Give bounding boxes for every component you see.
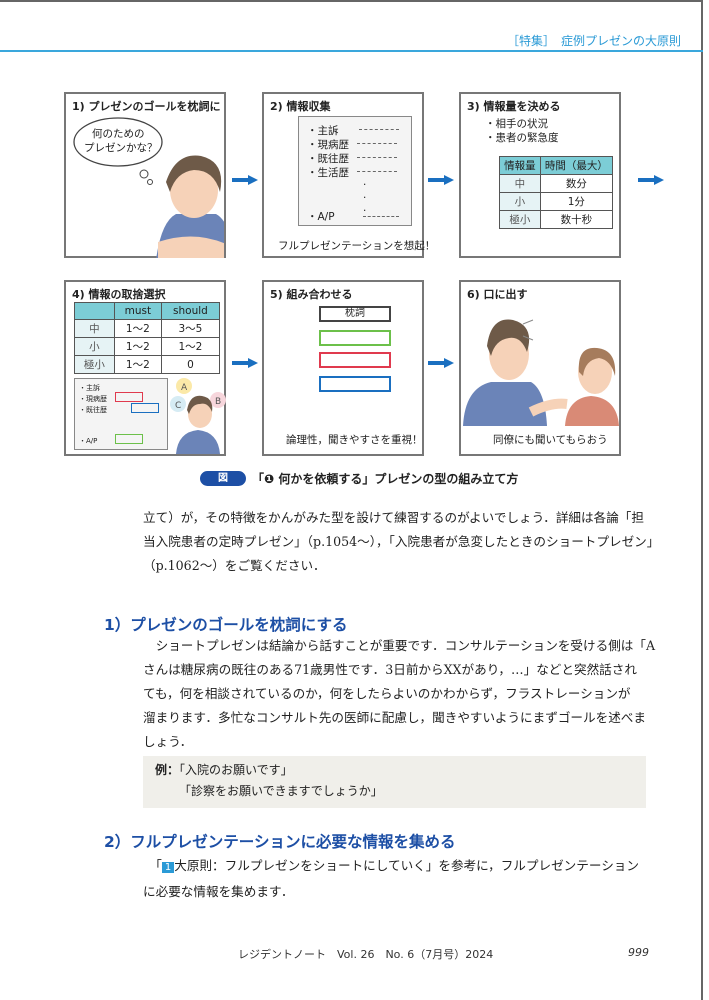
svg-text:C: C	[175, 401, 181, 411]
header-rule	[0, 50, 703, 52]
panel-combine: 5) 組み合わせる 枕詞 論理性，聞きやすさを重視！	[262, 280, 424, 456]
panel-title: 4) 情報の取捨選択	[72, 288, 166, 301]
svg-text:A: A	[181, 383, 188, 393]
heading-goal: 1）プレゼンのゴールを枕詞にする	[104, 616, 348, 634]
arrow-right-icon	[232, 358, 258, 368]
bubble-text: 何のための	[92, 128, 145, 140]
item: ・主訴	[307, 125, 339, 137]
green-box	[319, 330, 391, 346]
panel-caption: 同僚にも聞いてもらおう	[493, 434, 608, 446]
running-header: ［特集］ 症例プレゼンの大原則	[506, 34, 681, 48]
bullet: ・相手の状況	[485, 118, 548, 130]
panel-goal: 1) プレゼンのゴールを枕詞に 何のための プレゼンかな？	[64, 92, 226, 258]
bubble-text: プレゼンかな？	[84, 142, 158, 154]
item: ・A/P	[307, 211, 335, 223]
mini-sheet: ・主訴 ・現病歴 ・既往歴 ・A/P	[74, 378, 168, 450]
makurakotoba-box: 枕詞	[319, 306, 391, 322]
figure-caption: 図 「❶ 何かを依頼する」プレゼンの型の組み立て方	[200, 470, 518, 487]
footer-journal: レジデントノート Vol. 26 No. 6（7月号）2024	[238, 948, 494, 961]
blue-box	[319, 376, 391, 392]
panel-caption: 論理性，聞きやすさを重視！	[286, 434, 423, 446]
thinking-man-illustration	[73, 117, 224, 258]
panel-amount: 3) 情報量を決める ・相手の状況 ・患者の緊急度 情報量時間（最大） 中数分 …	[459, 92, 621, 258]
figure-tag: 図	[200, 471, 246, 486]
info-sheet: ・主訴 ・現病歴 ・既往歴 ・生活歴 ··· ・A/P	[298, 116, 412, 226]
heading-collect: 2）フルプレゼンテーションに必要な情報を集める	[104, 833, 456, 851]
item: ・現病歴	[307, 139, 349, 151]
svg-text:B: B	[215, 397, 221, 407]
goal-paragraph: ショートプレゼンは結論から話すことが重要です．コンサルテーションを受ける側は「A…	[143, 638, 656, 749]
panel-title: 2) 情報収集	[270, 100, 331, 113]
figure-caption-text: 「❶ 何かを依頼する」プレゼンの型の組み立て方	[252, 472, 519, 486]
page-number: 999	[628, 946, 649, 959]
conversation-illustration	[463, 319, 619, 426]
panel-caption: フルプレゼンテーションを想起！	[278, 240, 436, 252]
panel-collect: 2) 情報収集 ・主訴 ・現病歴 ・既往歴 ・生活歴 ··· ・A/P フルプレ…	[262, 92, 435, 258]
panel-speak: 6) 口に出す 同僚にも聞いてもらおう	[459, 280, 621, 456]
arrow-right-icon	[638, 175, 664, 185]
pondering-man-illustration: A C B	[170, 378, 226, 454]
red-box	[319, 352, 391, 368]
panel-title: 3) 情報量を決める	[467, 100, 561, 113]
panel-title: 1) プレゼンのゴールを枕詞に	[72, 100, 221, 113]
principle-badge: 1	[161, 862, 175, 873]
arrow-right-icon	[428, 175, 454, 185]
panel-title: 5) 組み合わせる	[270, 288, 353, 301]
example-box: 例：「入院のお願いです」 「診察をお願いできますでしょうか」	[143, 756, 646, 808]
bullet: ・患者の緊急度	[485, 132, 559, 144]
panel-title: 6) 口に出す	[467, 288, 528, 301]
item: ・生活歴	[307, 167, 349, 179]
arrow-right-icon	[232, 175, 258, 185]
intro-paragraph: 立て）が，その特徴をかんがみた型を設けて練習するのがよいでしょう．詳細は各論「担…	[143, 510, 660, 573]
item: ・既往歴	[307, 153, 349, 165]
arrow-right-icon	[428, 358, 454, 368]
